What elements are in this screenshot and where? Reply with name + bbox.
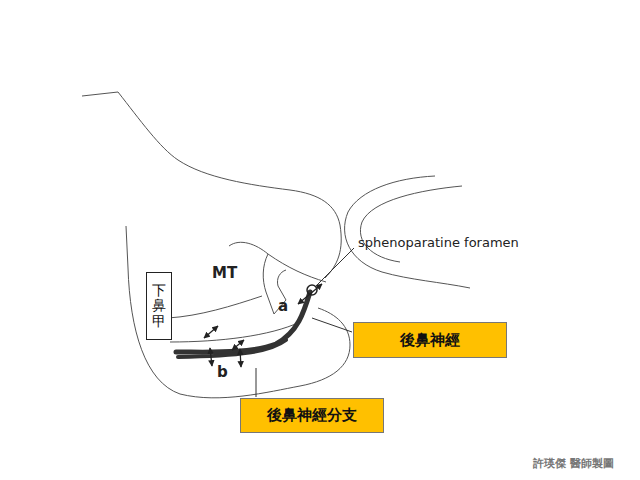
part-label: MT [212, 264, 237, 282]
vertical-label-box: 下鼻甲 [146, 272, 172, 340]
callout-box: 後鼻神經分支 [240, 398, 384, 433]
node-text: 下鼻甲 [152, 283, 166, 329]
callout-box: 後鼻神經 [353, 322, 507, 358]
node-text: 後鼻神經分支 [267, 406, 357, 425]
leader-line [256, 248, 354, 397]
nerve [176, 292, 310, 357]
node-text: 後鼻神經 [400, 331, 460, 350]
callout-letter: a [278, 297, 288, 315]
watermark: 許瑛傑 醫師製圖 [533, 456, 614, 471]
part-label: sphenoparatine foramen [358, 235, 519, 250]
double-arrow [204, 284, 322, 367]
callout-letter: b [217, 363, 228, 381]
